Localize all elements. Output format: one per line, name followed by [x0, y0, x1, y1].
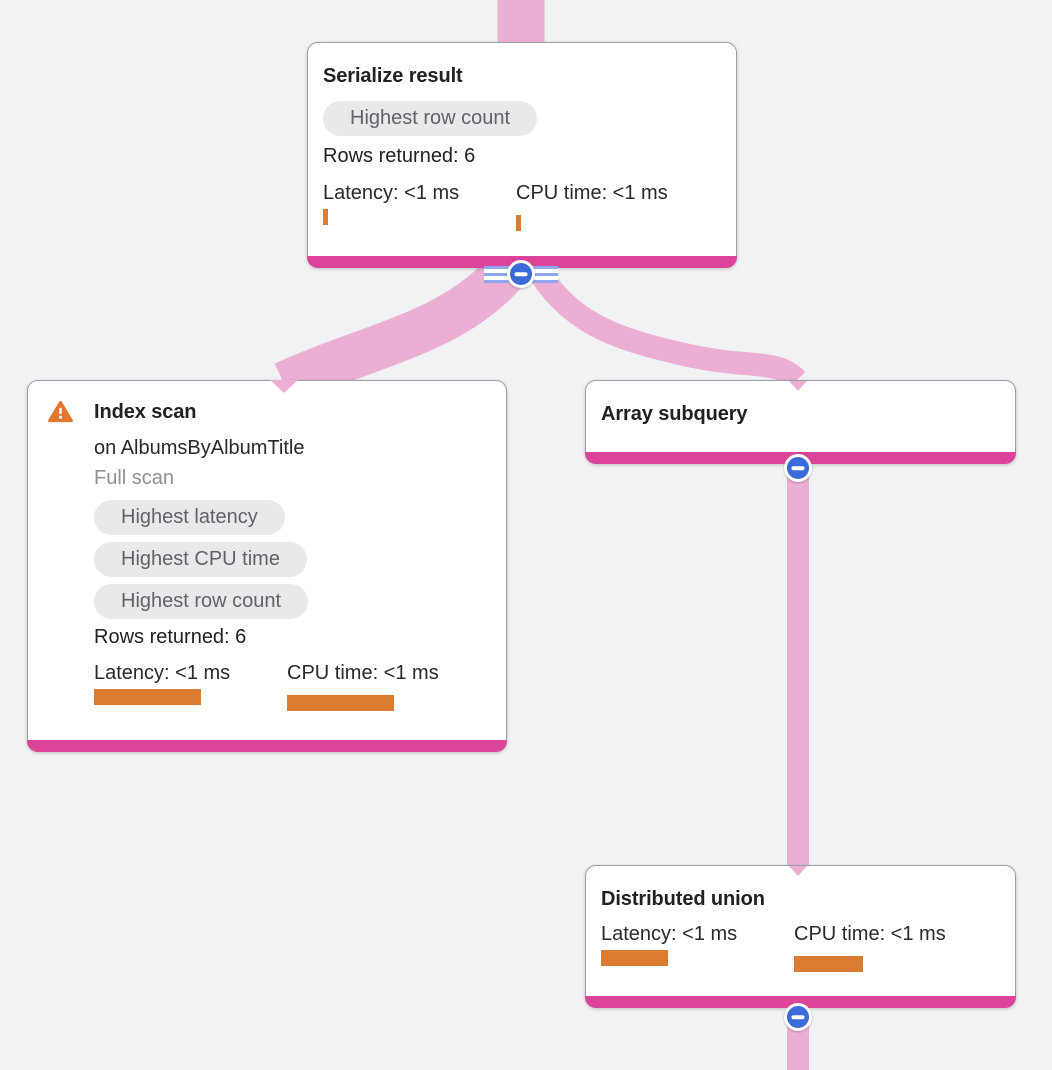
node-title: Array subquery — [601, 403, 748, 425]
latency-bar — [94, 689, 201, 705]
cpu-time-bar — [794, 956, 863, 972]
cpu-time-metric: CPU time: <1 ms — [516, 181, 709, 231]
edge-serialize-to-array-subquery — [524, 258, 806, 389]
latency-metric: Latency: <1 ms — [601, 922, 794, 972]
latency-label: Latency: <1 ms — [94, 662, 231, 684]
node-title: Index scan — [94, 401, 197, 423]
cpu-time-label: CPU time: <1 ms — [794, 923, 946, 945]
badge-highest-cpu-time: Highest CPU time — [94, 542, 307, 577]
node-content: Index scan on AlbumsByAlbumTitle Full sc… — [94, 399, 486, 711]
cpu-time-bar — [516, 215, 521, 231]
metrics-row: Latency: <1 ms CPU time: <1 ms — [601, 922, 1000, 972]
node-title: Serialize result — [323, 65, 463, 87]
node-subtitle: on AlbumsByAlbumTitle — [94, 437, 305, 459]
metrics-row: Latency: <1 ms CPU time: <1 ms — [323, 181, 721, 231]
node-serialize-result[interactable]: Serialize result Highest row count Rows … — [307, 42, 737, 268]
node-array-subquery[interactable]: Array subquery — [585, 380, 1016, 464]
node-distributed-union[interactable]: Distributed union Latency: <1 ms CPU tim… — [585, 865, 1016, 1008]
latency-label: Latency: <1 ms — [601, 923, 738, 945]
cpu-time-label: CPU time: <1 ms — [516, 182, 668, 204]
minus-icon — [514, 272, 528, 276]
latency-bar — [323, 209, 328, 225]
metrics-row: Latency: <1 ms CPU time: <1 ms — [94, 661, 486, 711]
latency-metric: Latency: <1 ms — [323, 181, 516, 231]
node-index-scan[interactable]: Index scan on AlbumsByAlbumTitle Full sc… — [27, 380, 507, 752]
warning-icon — [48, 399, 73, 428]
badge-highest-row-count: Highest row count — [94, 584, 309, 619]
cpu-time-metric: CPU time: <1 ms — [287, 661, 480, 711]
badge-highest-latency: Highest latency — [94, 500, 285, 535]
edge-root-to-serialize — [497, 0, 545, 50]
collapse-button-distributed-union[interactable] — [784, 1003, 812, 1031]
collapse-button-serialize-result[interactable] — [507, 260, 535, 288]
badge-list: Highest latency Highest CPU time Highest… — [94, 500, 486, 619]
node-title: Distributed union — [601, 888, 765, 910]
rows-returned-label: Rows returned: 6 — [323, 145, 476, 167]
full-scan-note: Full scan — [94, 467, 175, 489]
edge-serialize-to-index-scan — [274, 251, 528, 405]
minus-icon — [791, 1015, 805, 1019]
node-bottom-strip — [585, 996, 1016, 1008]
badge-highest-row-count: Highest row count — [323, 101, 538, 136]
latency-label: Latency: <1 ms — [323, 182, 460, 204]
cpu-time-metric: CPU time: <1 ms — [794, 922, 987, 972]
latency-bar — [601, 950, 668, 966]
cpu-time-label: CPU time: <1 ms — [287, 662, 439, 684]
latency-metric: Latency: <1 ms — [94, 661, 287, 711]
collapse-button-array-subquery[interactable] — [784, 454, 812, 482]
edge-array-subquery-to-distributed-union — [787, 452, 809, 872]
minus-icon — [791, 466, 805, 470]
node-bottom-strip — [27, 740, 507, 752]
rows-returned-label: Rows returned: 6 — [94, 626, 247, 648]
cpu-time-bar — [287, 695, 394, 711]
